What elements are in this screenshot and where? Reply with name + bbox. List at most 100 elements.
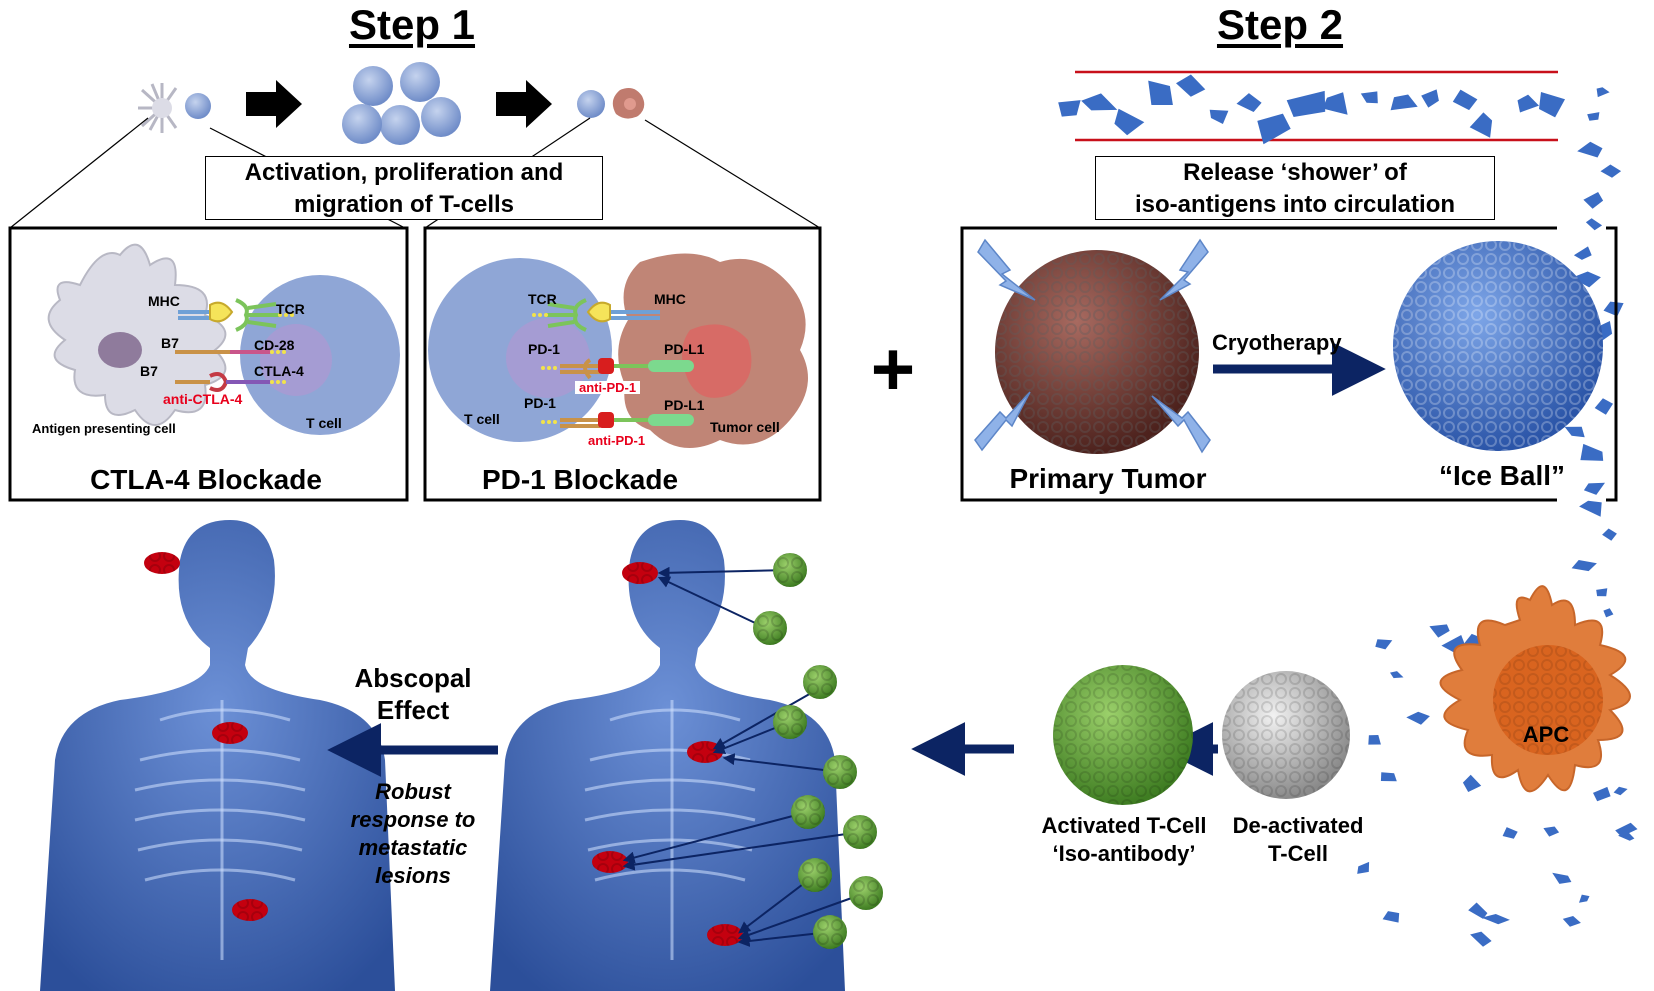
iso-antigen-fragment	[1577, 141, 1603, 158]
plus-sign: +	[870, 327, 916, 412]
activation-line-2: migration of T-cells	[293, 191, 515, 218]
iso-antigen-fragment	[1552, 872, 1572, 884]
abscopal-sub-2: response to	[350, 807, 476, 832]
label-pd1: PD-1	[528, 341, 560, 357]
label-pdl1: PD-L1	[664, 341, 705, 357]
label-primary-tumor: Primary Tumor	[1009, 463, 1207, 494]
iso-antigen-fragment	[1368, 735, 1381, 745]
iso-antigen-fragment	[1594, 398, 1613, 415]
label-activated-tcell: Activated T-Cell ‘Iso-antibody’	[1041, 812, 1206, 868]
iso-antigen-fragment	[1596, 588, 1608, 597]
iso-antigen-fragment	[1469, 112, 1493, 138]
iso-antigen-fragment	[1081, 93, 1118, 111]
release-line-1: Release ‘shower’ of	[1183, 159, 1407, 186]
human-body-left	[40, 520, 395, 991]
label-cryotherapy: Cryotherapy	[1212, 330, 1342, 355]
iso-antigen-fragment	[1380, 772, 1397, 782]
deactivated-tcell-icon	[1222, 671, 1350, 799]
iso-antigen-fragment	[1176, 74, 1206, 97]
apc-tcell-icon	[138, 83, 211, 133]
iso-antigen-fragment	[1236, 93, 1262, 112]
iso-antigen-fragment	[1452, 89, 1478, 111]
release-line-2: iso-antigens into circulation	[1134, 191, 1456, 218]
abscopal-sub-1: Robust	[375, 779, 451, 804]
iso-antigen-fragment	[1587, 112, 1600, 121]
iso-antigen-fragment	[1579, 894, 1590, 903]
label-b7: B7	[161, 335, 179, 351]
iso-antigen-fragment	[1481, 914, 1510, 925]
step1-title: Step 1	[348, 1, 476, 48]
label-mhc: MHC	[654, 291, 686, 307]
iso-antigen-fragment	[1322, 92, 1348, 115]
iso-antigen-fragment	[1209, 109, 1229, 124]
pd1-panel-title: PD-1 Blockade	[481, 464, 679, 495]
label-mhc: MHC	[148, 293, 180, 309]
abscopal-line-1: Abscopal	[354, 663, 472, 693]
ctla4-panel-title: CTLA-4 Blockade	[90, 464, 322, 495]
iso-antigen-fragment	[1600, 164, 1622, 178]
iso-antigen-fragment	[1583, 192, 1604, 209]
label-tcell: T cell	[464, 411, 500, 427]
abscopal-sub-4: lesions	[375, 863, 451, 888]
iso-antigen-fragment	[1286, 90, 1326, 117]
iso-antigen-fragment	[1583, 482, 1605, 495]
metastatic-lesion	[144, 552, 180, 574]
iso-antigen-fragment	[1580, 443, 1604, 461]
activated-line-1: Activated T-Cell	[1041, 813, 1207, 838]
label-anti-pd1: anti-PD-1	[588, 433, 646, 448]
activated-line-2: ‘Iso-antibody’	[1052, 841, 1196, 866]
label-pdl1: PD-L1	[664, 397, 705, 413]
label-b7: B7	[140, 363, 158, 379]
label-ice-ball: “Ice Ball”	[1438, 460, 1566, 491]
iso-antigen-fragment	[1390, 94, 1418, 111]
iso-antigen-fragment	[1613, 786, 1628, 796]
iso-antigen-fragment	[1257, 113, 1291, 145]
human-body-right	[490, 520, 845, 991]
activated-tcell-icon	[1053, 665, 1193, 805]
arrow-right-icon	[496, 80, 552, 128]
label-tumor-cell: Tumor cell	[710, 419, 780, 435]
iso-antigen-fragment	[1390, 671, 1404, 679]
iso-antigen-fragment	[1058, 100, 1081, 117]
iso-antigen-fragment	[1543, 826, 1560, 837]
iso-antigen-fragment	[1603, 608, 1614, 618]
metastatic-lesion	[212, 722, 248, 744]
iso-antigen-fragment	[1406, 711, 1430, 725]
iso-antigen-fragment	[1429, 624, 1450, 638]
iso-antigen-fragment	[1579, 500, 1602, 517]
label-pd1: PD-1	[524, 395, 556, 411]
iso-antigen-fragment	[1602, 528, 1617, 541]
cryo-panel-frame	[960, 226, 1557, 502]
ice-ball-icon	[1393, 241, 1603, 451]
step2-title: Step 2	[1216, 1, 1344, 48]
activation-line-1: Activation, proliferation and	[244, 159, 564, 186]
tcell-tumor-icon	[577, 88, 645, 119]
iso-antigen-fragment	[1571, 560, 1597, 572]
primary-tumor-icon	[995, 250, 1199, 454]
activation-box: Activation, proliferation and migration …	[205, 156, 603, 220]
iso-antigen-fragment	[1462, 774, 1482, 792]
label-apc: APC	[1522, 722, 1570, 747]
pd1-illustration	[428, 253, 808, 448]
iso-antigen-fragment	[1468, 902, 1488, 919]
metastatic-lesion	[232, 899, 268, 921]
iso-antigen-fragment	[1517, 94, 1539, 113]
iso-antigen-fragment	[1571, 271, 1601, 288]
label-tcr: TCR	[528, 291, 557, 307]
lightning-bolts	[974, 238, 1211, 454]
iso-antigen-fragment	[1603, 301, 1624, 317]
iso-antigen-fragment	[1502, 827, 1518, 839]
iso-antigen-fragment	[1360, 91, 1378, 104]
deactivated-line-1: De-activated	[1232, 813, 1364, 838]
iso-antigen-fragment	[1562, 916, 1581, 927]
apc-icon	[1439, 585, 1631, 793]
iso-antigen-fragment	[1114, 108, 1145, 136]
deactivated-line-2: T-Cell	[1268, 841, 1328, 866]
label-deactivated-tcell: De-activated T-Cell	[1233, 812, 1364, 868]
ctla4-illustration	[47, 243, 400, 435]
label-tcell: T cell	[306, 415, 342, 431]
iso-antigen-fragment	[1593, 786, 1611, 802]
iso-antigen-fragment	[1375, 639, 1393, 650]
abscopal-subtitle: Robust response to metastatic lesions	[351, 778, 476, 890]
